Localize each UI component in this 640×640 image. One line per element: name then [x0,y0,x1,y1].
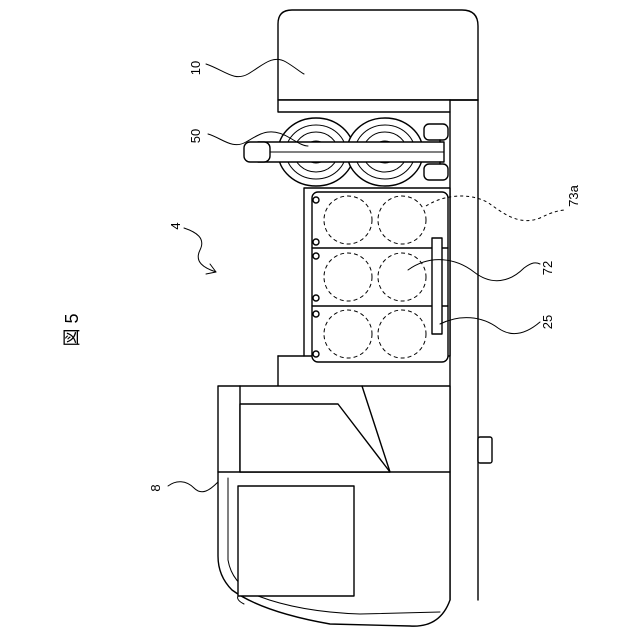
main-frame [450,100,492,600]
leader-25 [440,318,540,334]
label-72: 72 [540,261,555,275]
label-50: 50 [188,129,203,143]
label-10: 10 [188,61,203,75]
label-73a: 73a [566,184,581,206]
leader-8 [168,482,218,492]
tray-mount [278,356,304,386]
figure-title: 図 5 [62,313,82,346]
cartridge-tray [304,188,450,362]
component-8 [218,386,450,626]
component-50 [244,118,448,186]
component-10 [278,10,478,112]
label-8: 8 [148,484,163,491]
label-4: 4 [168,222,183,229]
label-25: 25 [540,315,555,329]
